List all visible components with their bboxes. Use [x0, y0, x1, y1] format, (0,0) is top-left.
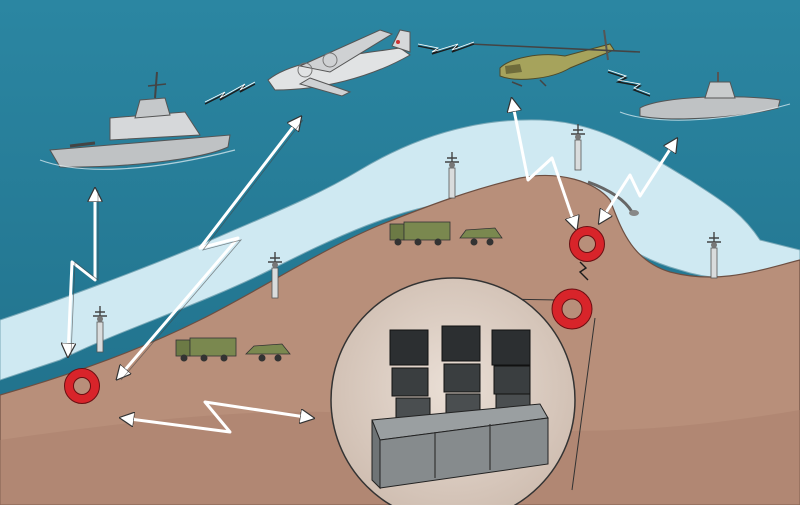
ring-node-outlines [64, 226, 605, 404]
link-aircraft-to-west-node [118, 118, 300, 378]
submarine-icon [619, 72, 791, 121]
coastal-node-west [64, 368, 100, 404]
link-helicopter-to-submarine [607, 71, 651, 97]
operator-console-icon [371, 325, 549, 490]
coastal-node-east-upper [569, 226, 605, 262]
communication-links [68, 100, 676, 434]
link-aircraft-to-helicopter [417, 43, 475, 55]
shore-antenna-tip [629, 210, 639, 216]
link-west-node-to-command-center [122, 400, 312, 434]
radio-zigzags-light [204, 41, 651, 103]
link-east-nodes [578, 261, 589, 281]
coastal-mast-3 [445, 152, 459, 199]
link-submarine-to-east-node [600, 140, 676, 222]
coastal-mast-5 [707, 232, 721, 279]
coastal-node-east-lower [552, 289, 592, 329]
link-ship-to-west-node [68, 190, 95, 355]
ring-node-icon [64, 226, 605, 404]
aircraft-icon [267, 29, 411, 97]
link-outlines [70, 119, 304, 381]
truck-icon [389, 221, 503, 246]
helicopter-icon [469, 29, 641, 87]
link-helicopter-to-east-node [512, 100, 576, 228]
console-monitors [389, 325, 531, 419]
